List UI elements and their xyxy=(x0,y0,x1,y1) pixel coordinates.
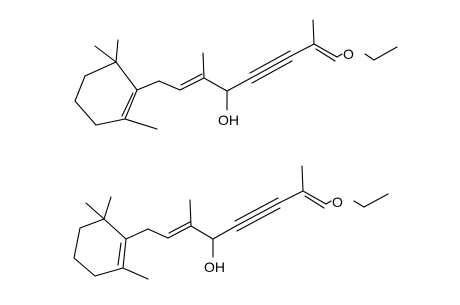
chain-bond xyxy=(190,225,214,240)
methyl-bond xyxy=(122,267,149,280)
methyl-bond xyxy=(115,39,119,63)
ring-bond xyxy=(73,227,81,259)
methyl-bond xyxy=(189,199,192,227)
methyl-bond xyxy=(301,165,304,192)
chain-bond xyxy=(313,43,338,58)
triple-bond xyxy=(251,60,293,84)
chain-bond xyxy=(302,190,327,205)
chain-bond xyxy=(158,80,181,91)
methyl-bond xyxy=(94,45,117,63)
methyl-bond xyxy=(202,52,205,79)
hydroxyl-label: OH xyxy=(204,259,225,275)
ethyl-bond xyxy=(363,193,389,208)
ring-bond xyxy=(74,75,86,102)
chain-bond xyxy=(212,225,237,240)
chain-double-bond xyxy=(304,195,325,209)
chain-bond xyxy=(226,77,252,92)
ring-double-bond xyxy=(121,92,134,117)
ether-oxygen-label: O xyxy=(332,194,343,210)
ring-bond xyxy=(74,100,97,126)
triple-bond xyxy=(235,202,280,227)
chain-bond xyxy=(290,43,315,57)
ring-bond xyxy=(124,89,138,120)
ring-bond xyxy=(94,267,124,277)
hydroxyl-label: OH xyxy=(218,112,239,128)
methyl-bond xyxy=(312,19,315,45)
molecule-top: O OH xyxy=(74,19,398,130)
ring-bond xyxy=(84,61,117,77)
triple-bond xyxy=(250,55,292,79)
ether-bond xyxy=(336,53,343,58)
chain-double-bond xyxy=(315,48,336,62)
chain-double-bond xyxy=(180,73,203,86)
ether-bond xyxy=(364,53,375,61)
chain-bond xyxy=(125,228,149,240)
ring-bond xyxy=(95,118,126,126)
triple-bond xyxy=(236,207,281,232)
ether-bond xyxy=(325,200,332,205)
ring-bond xyxy=(79,218,105,229)
ring-double-bond xyxy=(117,242,122,266)
chain-bond xyxy=(203,77,228,92)
methyl-bond xyxy=(103,196,112,220)
ether-bond xyxy=(353,200,365,208)
ethyl-bond xyxy=(373,46,398,61)
ring-bond xyxy=(73,257,96,277)
triple-bond xyxy=(234,197,279,222)
chain-bond xyxy=(147,228,169,239)
chain-bond xyxy=(136,80,160,91)
ring-bond xyxy=(115,61,138,91)
chain-bond xyxy=(278,190,304,204)
molecule-bottom: O OH xyxy=(73,165,389,280)
ether-oxygen-label: O xyxy=(343,46,354,62)
ring-bond xyxy=(103,218,127,240)
ring-bond xyxy=(122,238,127,269)
chain-bond xyxy=(179,77,205,91)
triple-bond xyxy=(249,50,291,74)
methyl-bond xyxy=(85,202,105,220)
chain-bond xyxy=(167,225,192,239)
methyl-bond xyxy=(124,118,158,130)
chain-double-bond xyxy=(168,221,191,234)
